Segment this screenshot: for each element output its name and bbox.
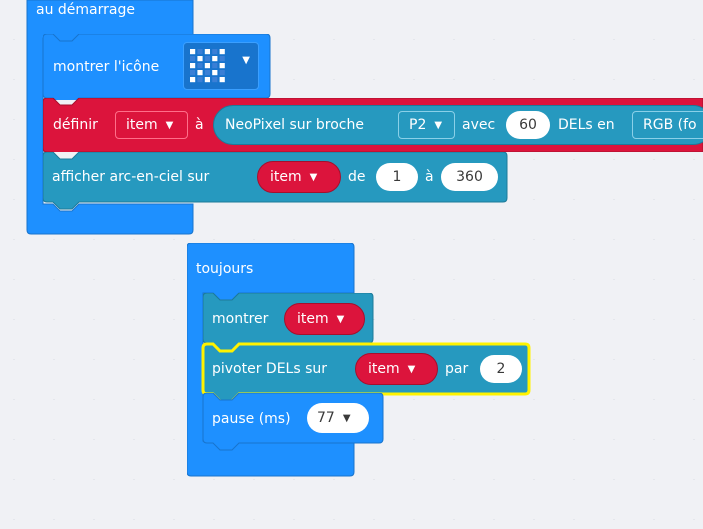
rainbow-end-value: 360 [456, 169, 483, 185]
pause-block[interactable]: pause (ms) 77 ▼ [203, 393, 393, 451]
led-pixel [190, 77, 196, 83]
on-start-block[interactable]: au démarrage montrer l'icône ▼ définir i… [0, 0, 703, 240]
rainbow-end-input[interactable]: 360 [441, 163, 498, 191]
forever-shape [187, 243, 355, 477]
led-pixel [204, 70, 210, 76]
led-pixel [197, 49, 203, 55]
led-pixel [219, 77, 225, 83]
variable-name: item [297, 311, 329, 327]
rainbow-variable-dropdown[interactable]: item ▼ [257, 161, 341, 193]
led-pixel [204, 77, 210, 83]
rainbow-start-value: 1 [392, 169, 402, 185]
led-count-value: 60 [519, 117, 537, 133]
chevron-down-icon: ▼ [165, 120, 174, 131]
mode-value: RGB (fo [643, 117, 697, 133]
led-pixel [212, 56, 218, 62]
variable-name: item [368, 361, 400, 377]
pause-duration-value: 77 [317, 410, 335, 426]
led-pixel [190, 49, 196, 55]
show-rainbow-label: afficher arc-en-ciel sur [52, 169, 210, 185]
chevron-down-icon: ▼ [434, 120, 443, 131]
forever-block[interactable]: toujours montrer item ▼ pivoter DELs sur … [187, 243, 547, 483]
chevron-down-icon: ▼ [242, 55, 250, 66]
rotate-label: pivoter DELs sur [212, 361, 328, 377]
led-pixel [197, 56, 203, 62]
led-pixel [190, 70, 196, 76]
show-rainbow-block[interactable]: afficher arc-en-ciel sur item ▼ de 1 à 36… [43, 152, 513, 212]
to-label: à [425, 169, 434, 185]
mode-dropdown[interactable]: RGB (fo [632, 111, 703, 139]
pause-label: pause (ms) [212, 411, 291, 427]
rotate-leds-block[interactable]: pivoter DELs sur item ▼ par 2 [201, 342, 536, 403]
pin-value: P2 [409, 117, 427, 133]
show-label: montrer [212, 311, 269, 327]
from-label: de [348, 169, 366, 185]
neopixel-pin-label: NeoPixel sur broche [225, 117, 364, 133]
show-variable-dropdown[interactable]: item ▼ [284, 303, 365, 335]
led-pixel [219, 63, 225, 69]
chevron-down-icon: ▼ [407, 364, 416, 375]
led-pixel [219, 49, 225, 55]
forever-label: toujours [196, 261, 254, 277]
variable-dropdown[interactable]: item ▼ [115, 111, 188, 139]
led-pixel [219, 56, 225, 62]
led-pixel [212, 70, 218, 76]
led-pixel [197, 70, 203, 76]
variable-name: item [126, 117, 158, 133]
by-label: par [445, 361, 469, 377]
rainbow-start-input[interactable]: 1 [376, 163, 418, 191]
variable-name: item [270, 169, 302, 185]
on-start-label: au démarrage [36, 2, 135, 18]
rotate-offset-value: 2 [496, 361, 506, 377]
set-label: définir [53, 117, 98, 133]
led-pixel [212, 77, 218, 83]
set-variable-block[interactable]: définir item▼ à NeoPixel sur broche P2▼ … [43, 98, 703, 152]
led-pixel [212, 49, 218, 55]
led-pixel [197, 63, 203, 69]
led-pixel [219, 70, 225, 76]
chevron-down-icon: ▼ [336, 314, 345, 325]
icon-picker-dropdown[interactable]: ▼ [183, 42, 259, 90]
pin-dropdown[interactable]: P2 ▼ [398, 111, 455, 139]
show-icon-block[interactable]: montrer l'icône ▼ [43, 34, 273, 100]
leds-in-label: DELs en [558, 117, 615, 133]
pause-duration-dropdown[interactable]: 77 ▼ [307, 403, 369, 433]
led-pixel [204, 56, 210, 62]
led-count-input[interactable]: 60 [506, 111, 550, 139]
led-icon-preview [190, 49, 225, 83]
led-pixel [197, 77, 203, 83]
chevron-down-icon: ▼ [309, 172, 318, 183]
chevron-down-icon: ▼ [342, 413, 351, 424]
rotate-variable-dropdown[interactable]: item ▼ [355, 353, 438, 385]
led-pixel [190, 56, 196, 62]
with-label: avec [462, 117, 496, 133]
rotate-offset-input[interactable]: 2 [480, 355, 522, 383]
led-pixel [204, 63, 210, 69]
show-block[interactable]: montrer item ▼ [203, 293, 383, 351]
to-label: à [195, 117, 204, 133]
neopixel-create-block[interactable]: NeoPixel sur broche P2▼ avec 60 DELs en … [213, 105, 703, 145]
led-pixel [204, 49, 210, 55]
show-icon-label: montrer l'icône [53, 59, 160, 75]
led-pixel [212, 63, 218, 69]
led-pixel [190, 63, 196, 69]
